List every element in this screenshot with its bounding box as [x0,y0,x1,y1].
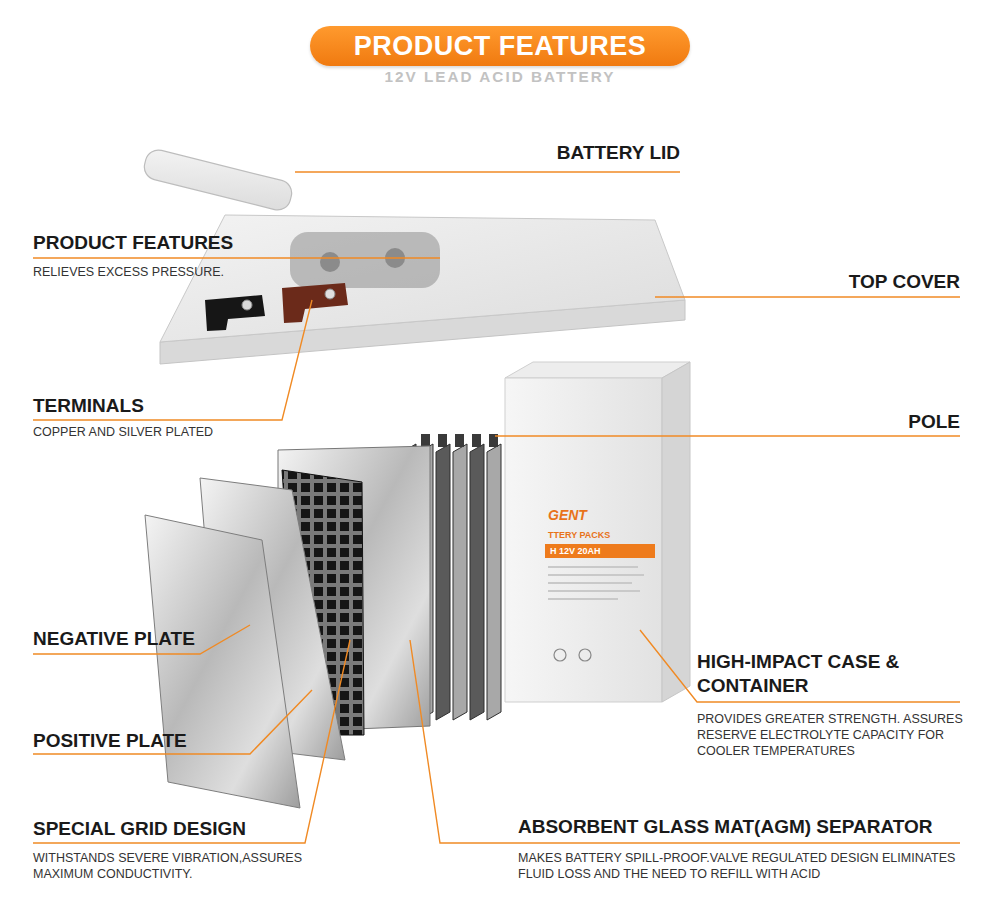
part-name: SPECIAL GRID DESIGN [33,817,246,841]
title-text: PRODUCT FEATURES [310,26,690,66]
plate-tab [472,434,481,447]
case-label-line [548,590,640,592]
vent-cap [320,252,340,272]
case-label-line [548,598,618,600]
stack-plate [436,444,450,720]
plate-tab [438,434,447,447]
part-name: ABSORBENT GLASS MAT(AGM) SEPARATOR [518,815,932,839]
case-label-line [548,566,638,568]
negative-terminal [205,295,265,331]
part-note: MAKES BATTERY SPILL-PROOF.VALVE REGULATE… [518,850,958,882]
plate-tab [421,434,430,447]
terminal-bolt [242,300,252,310]
stack-plate [470,444,484,720]
vent-window [290,232,440,288]
stack-plate [453,444,467,720]
leader-line [495,435,960,436]
part-name: TERMINALS [33,394,144,418]
case-label-line [548,574,644,576]
part-note: RELIEVES EXCESS PRESSURE. [33,264,224,280]
part-note: WITHSTANDS SEVERE VIBRATION,ASSURES MAXI… [33,850,343,882]
brand-mark: GENT [548,506,587,524]
part-name: TOP COVER [849,270,960,294]
terminal-bolt [325,289,335,299]
leader-line [33,690,312,754]
plate-tab [455,434,464,447]
part-name: NEGATIVE PLATE [33,627,195,651]
part-note: COPPER AND SILVER PLATED [33,424,213,440]
case-front [505,378,662,702]
battery-lid [142,147,295,212]
subtitle: 12V LEAD ACID BATTERY [0,66,1000,88]
leader-line [33,640,350,843]
case-label-band [545,544,655,558]
leader-line [655,296,960,297]
label-text: TTERY PACKS [548,529,610,541]
case-label-line [548,582,632,584]
part-name: POSITIVE PLATE [33,729,187,753]
positive-terminal [282,283,348,323]
recycle-symbol [554,649,566,661]
part-name: HIGH-IMPACT CASE & CONTAINER [697,650,962,698]
case-top [505,362,690,378]
part-name: PRODUCT FEATURES [33,231,233,255]
stack-plate [487,444,501,720]
title-pill: PRODUCT FEATURES [310,26,690,66]
leader-line [33,300,312,420]
part-name: POLE [908,410,960,434]
part-name: BATTERY LID [557,141,680,165]
negative-plate [145,515,300,808]
part-note: PROVIDES GREATER STRENGTH. ASSURES RESER… [697,711,977,759]
leader-line [33,625,250,654]
leader-line [33,257,440,258]
label-text: H 12V 20AH [550,545,601,557]
top-cover [160,215,685,342]
case-side [662,362,690,702]
leader-line [295,171,680,172]
bin-symbol [579,649,591,661]
leader-lines [33,172,960,843]
